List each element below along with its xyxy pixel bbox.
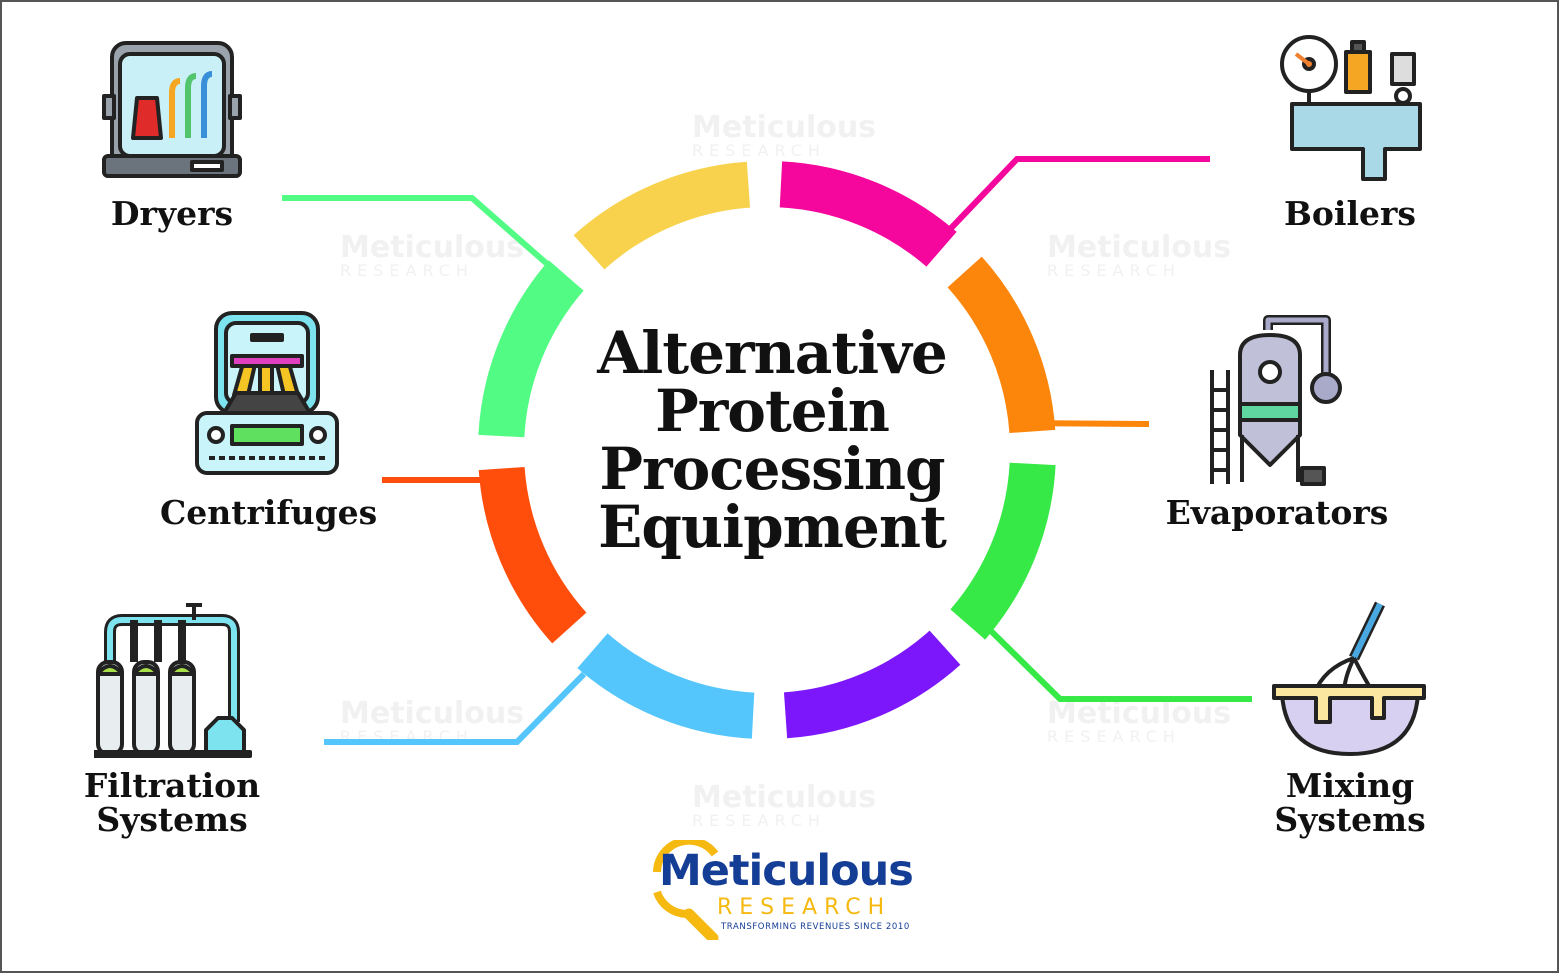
label-centrifuges: Centrifuges	[160, 493, 378, 532]
ring-segment-filtration	[577, 633, 755, 739]
ring-segment-boilers	[779, 161, 957, 267]
magnifier-logo-icon	[653, 840, 719, 940]
filtration-icon	[94, 603, 252, 758]
connector-filtration	[324, 671, 587, 745]
logo-name: Meticulous	[659, 846, 914, 896]
ring-segment-evaporators	[947, 256, 1056, 434]
ring-segment-mixing	[950, 462, 1056, 640]
ring-segment-yellow	[573, 161, 751, 270]
label-boilers: Boilers	[1284, 194, 1416, 233]
ring-segment-purple	[783, 630, 961, 739]
centrifuge-icon	[195, 311, 339, 475]
connector-evaporators	[1009, 420, 1150, 427]
logo-tagline: TRANSFORMING REVENUES SINCE 2010	[721, 922, 910, 932]
mixing-bowl-icon	[1272, 601, 1426, 756]
boiler-icon	[1280, 35, 1422, 181]
label-evaporators: Evaporators	[1165, 493, 1389, 532]
evaporator-icon	[1210, 315, 1342, 486]
ring-segment-centrifuges	[478, 466, 587, 644]
ring-segment-dryers	[478, 260, 584, 438]
logo-sub: RESEARCH	[717, 895, 892, 920]
connector-dryers	[282, 195, 564, 280]
connector-boilers	[931, 156, 1210, 249]
label-dryers: Dryers	[110, 194, 234, 233]
connector-mixing	[987, 627, 1252, 702]
dryer-icon	[102, 41, 242, 178]
meticulous-research-logo: Meticulous RESEARCH TRANSFORMING REVENUE…	[647, 840, 927, 940]
